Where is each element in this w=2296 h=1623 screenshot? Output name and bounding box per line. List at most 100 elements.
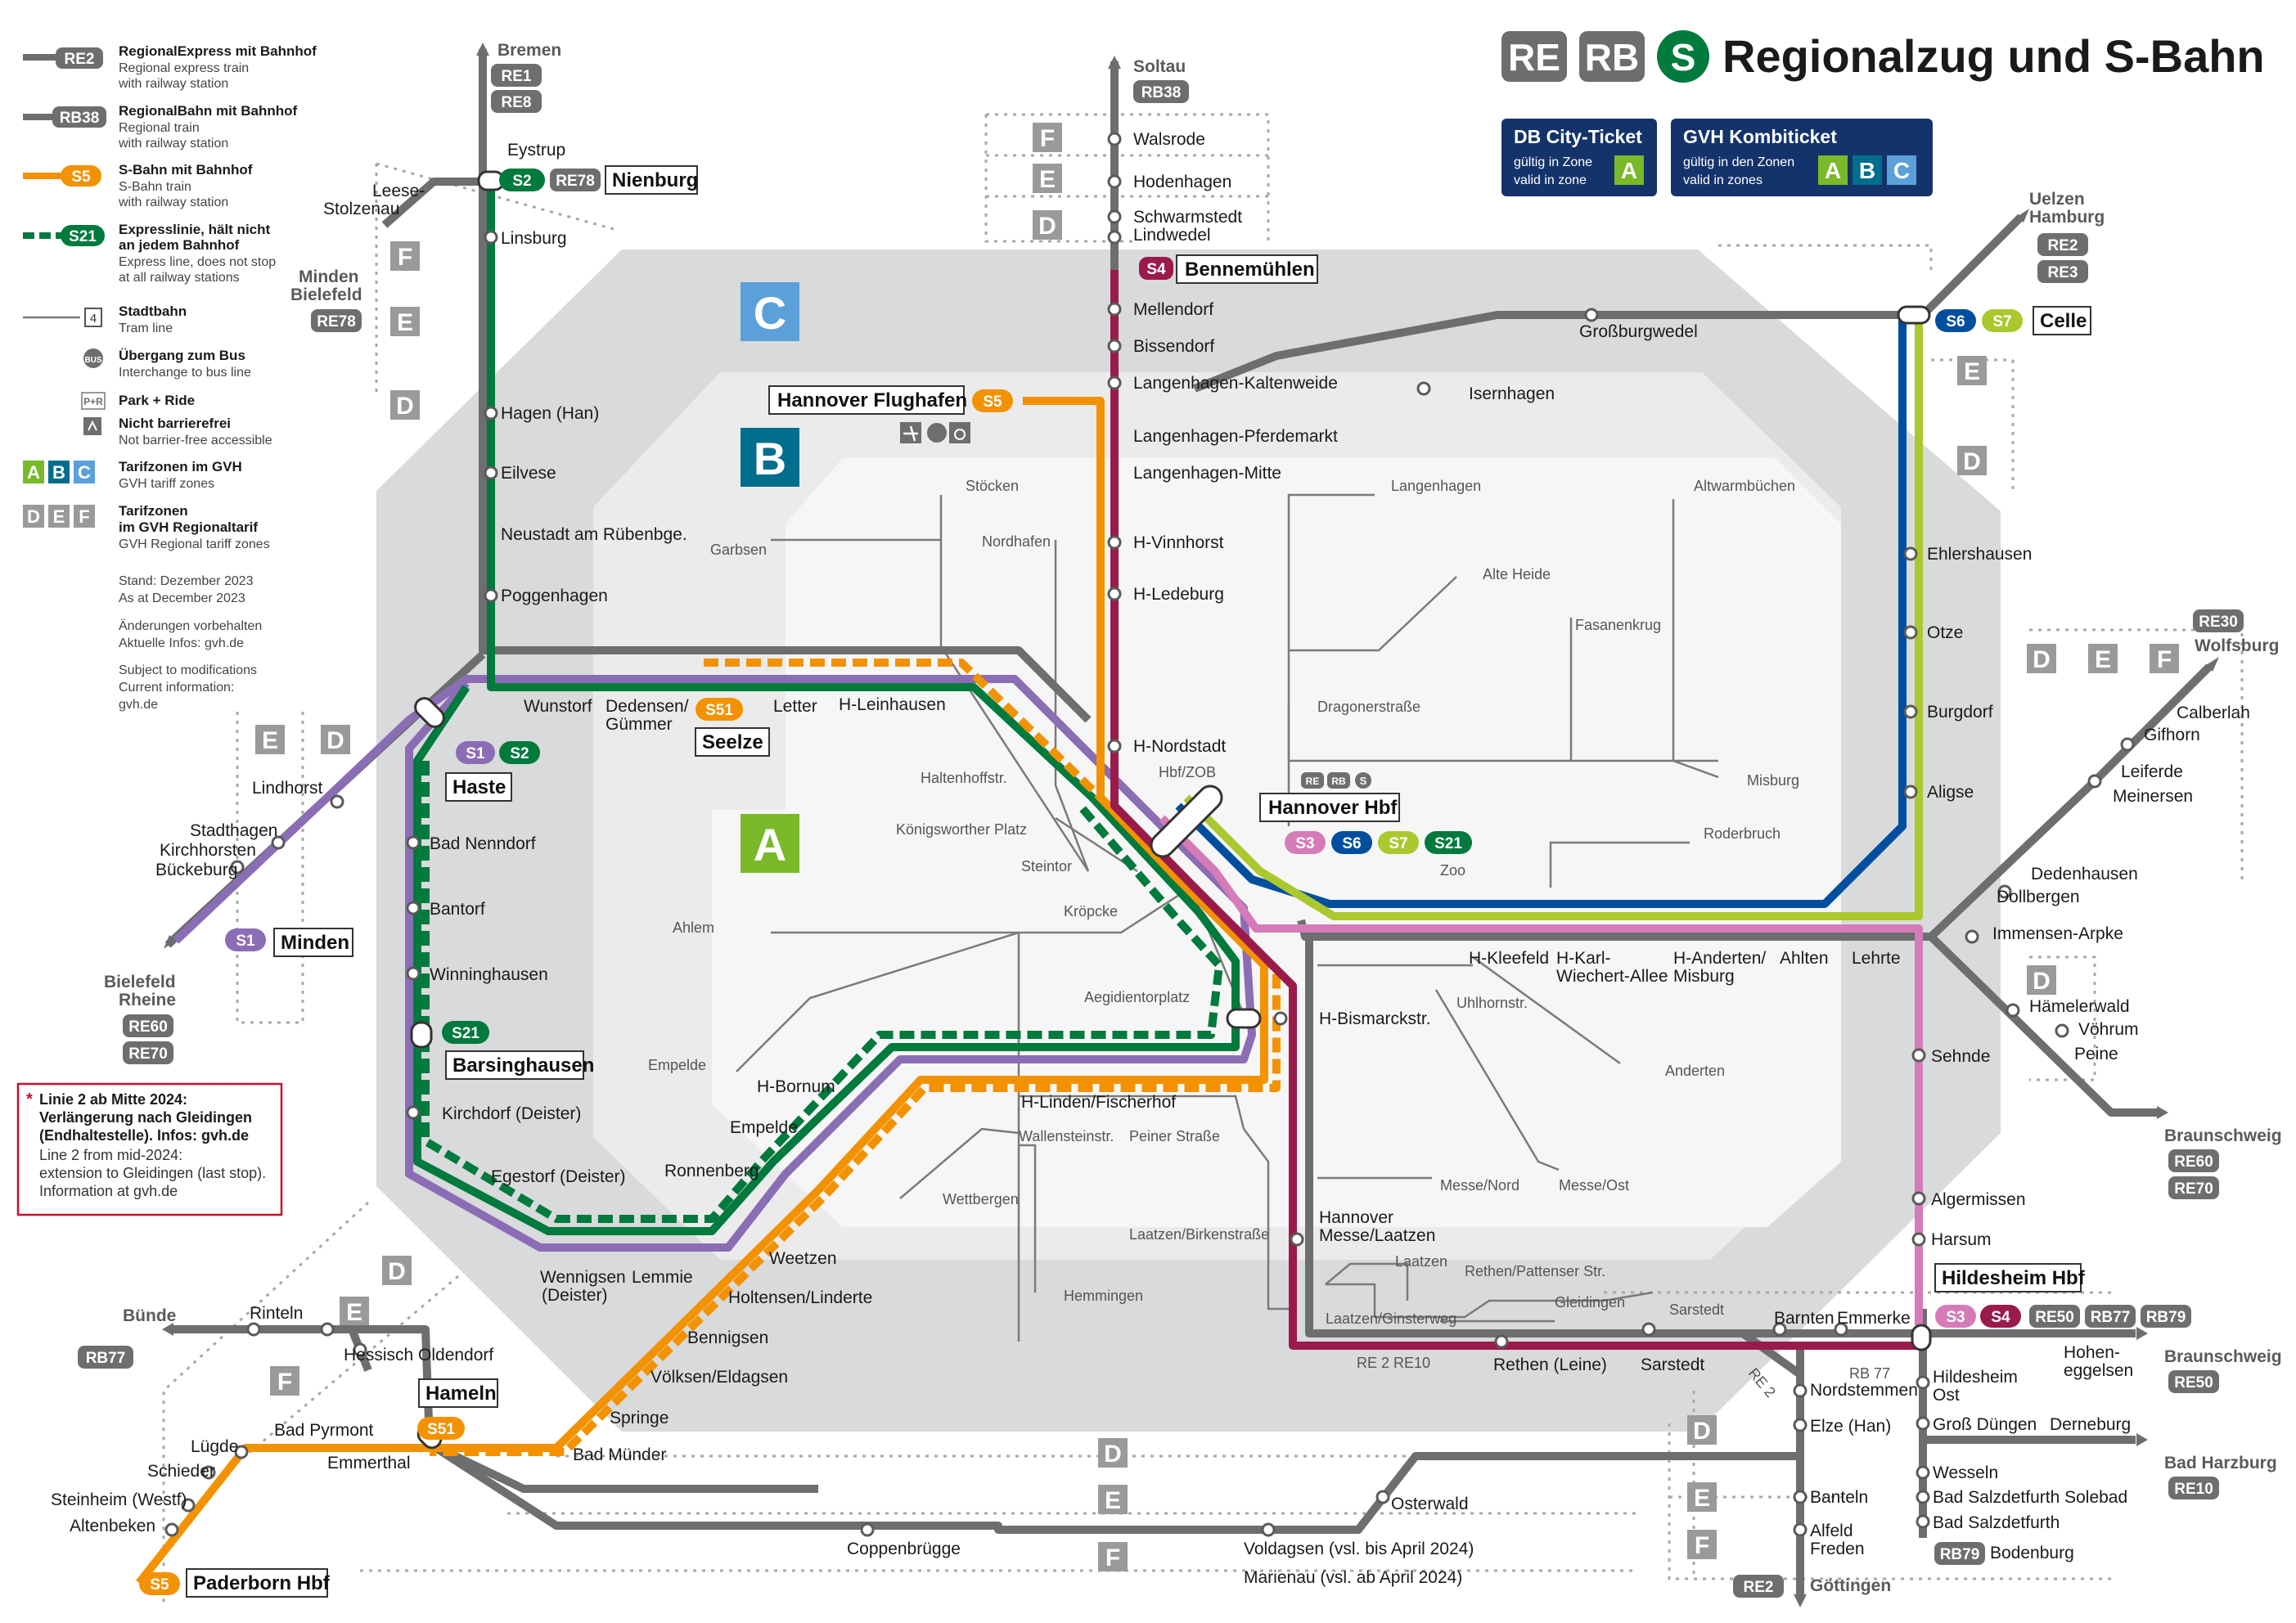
svg-text:GVH Regional tariff zones: GVH Regional tariff zones [119, 537, 270, 551]
svg-text:S5: S5 [71, 169, 91, 186]
zone-d-badge-s: D [1098, 1438, 1128, 1468]
svg-text:Bremen: Bremen [497, 41, 561, 60]
svg-text:Bad Pyrmont: Bad Pyrmont [274, 1421, 374, 1440]
badge-rheine-re60: RE60 [123, 1014, 173, 1037]
svg-text:Peine: Peine [2074, 1045, 2118, 1063]
svg-text:Stöcken: Stöcken [966, 478, 1019, 494]
line-s4 [1110, 270, 1923, 1350]
svg-text:Information at gvh.de: Information at gvh.de [39, 1183, 178, 1199]
wheelchair-icon [954, 429, 966, 440]
badge-buende-rb77: RB77 [78, 1346, 133, 1369]
svg-text:Walsrode: Walsrode [1133, 130, 1205, 149]
svg-text:Vöhrum: Vöhrum [2078, 1020, 2139, 1039]
svg-text:Eilvese: Eilvese [501, 464, 556, 483]
svg-text:Sarstedt: Sarstedt [1669, 1302, 1724, 1318]
line-s6 [1175, 315, 1907, 908]
svg-text:RE: RE [1508, 36, 1560, 79]
badge-hildesheim-rb79: RB79 [2141, 1305, 2191, 1328]
svg-text:Winninghausen: Winninghausen [430, 965, 548, 984]
svg-text:Kirchhorsten: Kirchhorsten [160, 841, 256, 860]
zone-a-badge: A [741, 814, 799, 873]
svg-text:D: D [1963, 448, 1981, 475]
svg-text:C: C [78, 462, 91, 483]
legend-park-ride: P+R Park + Ride [81, 392, 195, 410]
legend-not-barrier-free: Nicht barrierefrei Not barrier-free acce… [83, 416, 272, 447]
svg-text:D: D [1104, 1441, 1122, 1468]
svg-text:Lindhorst: Lindhorst [252, 779, 323, 798]
line-uelzen [1193, 214, 2024, 393]
svg-text:im GVH Regionaltarif: im GVH Regionaltarif [119, 519, 258, 535]
svg-text:S2: S2 [510, 745, 529, 762]
svg-text:F: F [398, 244, 412, 271]
svg-text:Eystrup: Eystrup [507, 141, 565, 160]
svg-text:RE70: RE70 [128, 1045, 168, 1063]
svg-text:S1: S1 [236, 933, 255, 950]
svg-text:RB77: RB77 [2091, 1309, 2131, 1326]
svg-text:S4: S4 [1146, 261, 1166, 278]
svg-text:A: A [1621, 158, 1637, 183]
svg-text:S-Bahn train: S-Bahn train [119, 180, 191, 194]
svg-text:Freden: Freden [1810, 1540, 1865, 1558]
svg-text:E: E [1105, 1487, 1121, 1514]
svg-text:B: B [754, 433, 786, 484]
svg-text:Langenhagen: Langenhagen [1391, 478, 1481, 494]
svg-text:RB: RB [1585, 36, 1639, 79]
svg-text:an jedem Bahnhof: an jedem Bahnhof [119, 237, 240, 253]
svg-text:RE1: RE1 [502, 68, 532, 85]
svg-text:RE30: RE30 [2199, 614, 2238, 631]
svg-text:B: B [52, 462, 65, 483]
hub-nienburg: Nienburg [605, 165, 698, 195]
line-hameln [172, 1325, 1800, 1534]
svg-text:Bissendorf: Bissendorf [1133, 337, 1214, 356]
svg-text:Current information:: Current information: [119, 681, 234, 695]
svg-text:D: D [2033, 646, 2051, 673]
svg-text:Coppenbrügge: Coppenbrügge [847, 1540, 961, 1558]
svg-text:S-Bahn mit Bahnhof: S-Bahn mit Bahnhof [119, 162, 253, 178]
svg-text:Rinteln: Rinteln [250, 1304, 303, 1323]
svg-text:Bielefeld: Bielefeld [290, 285, 362, 304]
s-bahn-lines [136, 182, 1923, 1586]
hub-celle: Celle [2033, 306, 2091, 335]
svg-text:F: F [79, 506, 89, 527]
badge-uelzen-re2: RE2 [2037, 233, 2088, 256]
svg-text:Übergang zum Bus: Übergang zum Bus [119, 348, 245, 363]
svg-text:Burgdorf: Burgdorf [1927, 703, 1993, 722]
svg-text:RE8: RE8 [502, 94, 532, 111]
svg-text:H-Kleefeld: H-Kleefeld [1469, 949, 1549, 968]
svg-text:Hameln: Hameln [425, 1382, 497, 1405]
zone-f-badge-nw: F [390, 241, 420, 271]
svg-text:RegionalBahn mit Bahnhof: RegionalBahn mit Bahnhof [119, 103, 298, 119]
line-s51 [430, 659, 1281, 1456]
svg-text:Dedensen/: Dedensen/ [606, 697, 689, 716]
zone-e-badge-e: E [2088, 644, 2118, 673]
svg-text:S1: S1 [466, 745, 485, 762]
svg-text:Emmerthal: Emmerthal [327, 1454, 411, 1472]
hub-airport: Hannover Flughafen [768, 385, 967, 415]
line-braunschweig2 [1305, 937, 2136, 1338]
svg-text:Aligse: Aligse [1927, 783, 1974, 802]
svg-text:Hämelerwald: Hämelerwald [2029, 997, 2130, 1016]
svg-text:Ronnenberg: Ronnenberg [664, 1162, 759, 1180]
svg-text:Minden: Minden [299, 268, 359, 286]
svg-text:Hemmingen: Hemmingen [1064, 1288, 1143, 1304]
line2-note-box: * Linie 2 ab Mitte 2024: Verlängerung na… [16, 1082, 283, 1216]
svg-text:Weetzen: Weetzen [769, 1249, 837, 1268]
svg-text:Dragonerstraße: Dragonerstraße [1317, 699, 1420, 715]
svg-text:S5: S5 [983, 393, 1002, 411]
svg-text:H-Leinhausen: H-Leinhausen [839, 695, 946, 714]
svg-text:Messe/Laatzen: Messe/Laatzen [1319, 1226, 1435, 1245]
svg-text:RE70: RE70 [2174, 1180, 2213, 1198]
zone-d-badge-w: D [321, 725, 350, 754]
svg-text:H-Anderten/: H-Anderten/ [1673, 949, 1766, 968]
svg-text:with railway station: with railway station [118, 137, 228, 151]
zone-d-badge-peine: D [2027, 965, 2056, 995]
svg-text:Mellendorf: Mellendorf [1133, 300, 1213, 319]
svg-text:Haste: Haste [452, 776, 506, 798]
svg-text:Bielefeld: Bielefeld [104, 973, 176, 991]
svg-text:S51: S51 [427, 1421, 455, 1438]
svg-text:H-Karl-: H-Karl- [1556, 949, 1611, 968]
svg-text:RE2: RE2 [1744, 1579, 1774, 1596]
svg-text:Gümmer: Gümmer [606, 715, 673, 734]
svg-text:Bad Salzdetfurth Solebad: Bad Salzdetfurth Solebad [1933, 1488, 2127, 1507]
